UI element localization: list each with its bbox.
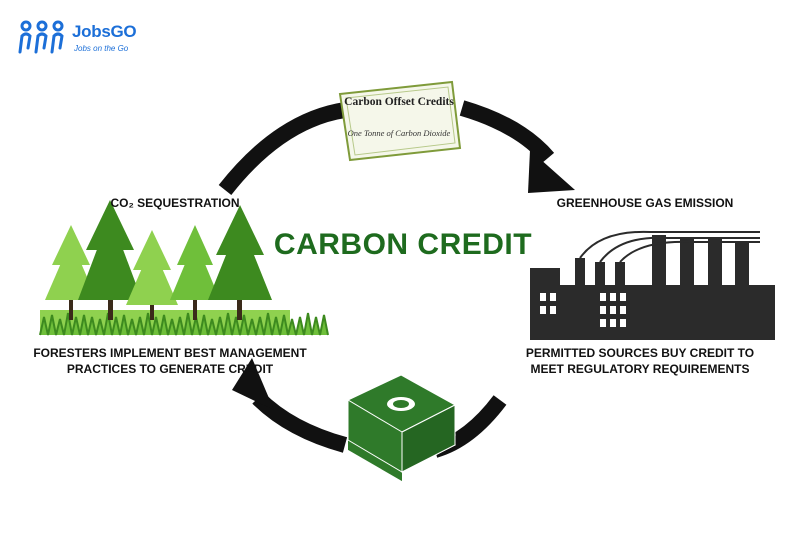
- foresters-label-line2: PRACTICES TO GENERATE CREDIT: [66, 362, 274, 376]
- certificate-title: Carbon Offset Credits: [344, 96, 454, 108]
- brand-tagline: Jobs on the Go: [74, 44, 129, 53]
- foresters-label: FORESTERS IMPLEMENT BEST MANAGEMENT PRAC…: [20, 345, 320, 377]
- center-title: CARBON CREDIT: [273, 228, 533, 261]
- arrow-heads: [232, 150, 575, 410]
- certificate-text: Carbon Offset Credits One Tonne of Carbo…: [340, 86, 458, 154]
- brand-name: JobsGO: [72, 22, 137, 41]
- foresters-label-line1: FORESTERS IMPLEMENT BEST MANAGEMENT: [33, 346, 307, 360]
- permitted-sources-label-line1: PERMITTED SOURCES BUY CREDIT TO: [525, 346, 755, 360]
- greenhouse-gas-emission-label: GREENHOUSE GAS EMISSION: [556, 196, 734, 210]
- forest-icon: [39, 200, 329, 336]
- permitted-sources-label: PERMITTED SOURCES BUY CREDIT TO MEET REG…: [520, 345, 760, 377]
- co2-sequestration-label: CO₂ SEQUESTRATION: [110, 196, 240, 210]
- jobsgo-logo: JobsGO Jobs on the Go: [16, 16, 146, 62]
- people-logo-icon: [18, 20, 64, 54]
- factory-icon: [530, 230, 775, 340]
- money-stack-icon: [346, 374, 457, 482]
- permitted-sources-label-line2: MEET REGULATORY REQUIREMENTS: [530, 362, 750, 376]
- certificate-subtitle: One Tonne of Carbon Dioxide: [347, 128, 451, 138]
- certificate-icon: [338, 80, 462, 162]
